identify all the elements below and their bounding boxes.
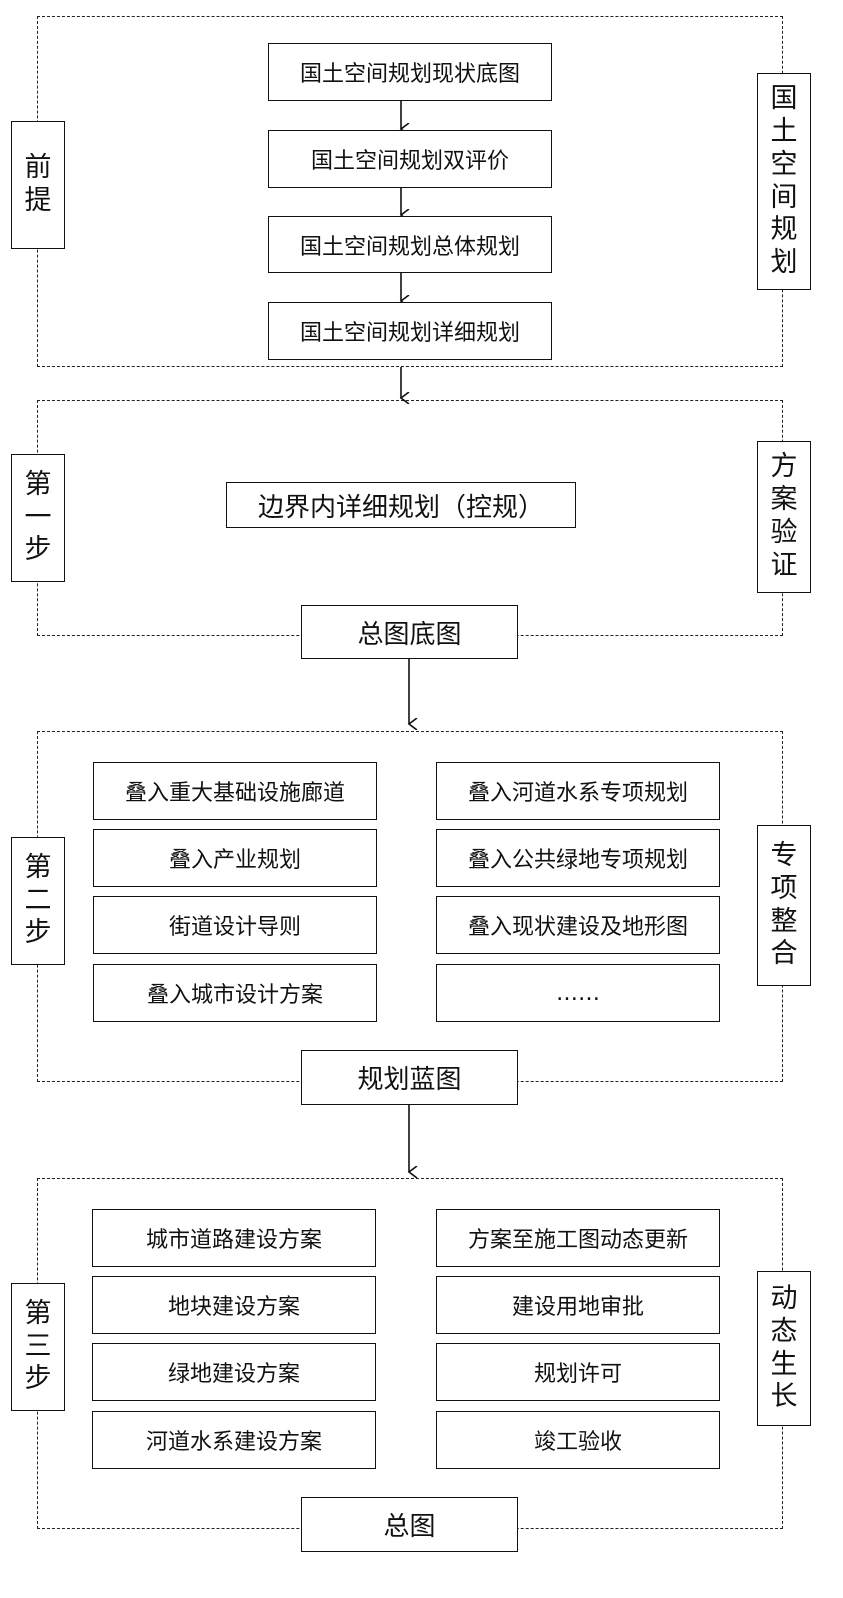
- premise-step-3: 国土空间规划总体规划: [268, 216, 552, 273]
- premise-step-2: 国土空间规划双评价: [268, 130, 552, 188]
- step1-side-text: 第一步: [24, 468, 52, 566]
- step2-right-item-1: 叠入河道水系专项规划: [436, 762, 720, 820]
- step3-right-label: 动态生长: [757, 1271, 811, 1426]
- premise-right-label: 国土空间规划: [757, 73, 811, 290]
- step1-right-label: 方案验证: [757, 441, 811, 593]
- step2-side-text: 第二步: [24, 851, 52, 949]
- premise-step-1: 国土空间规划现状底图: [268, 43, 552, 101]
- step2-left-item-4: 叠入城市设计方案: [93, 964, 377, 1022]
- step3-right-item-2: 建设用地审批: [436, 1276, 720, 1334]
- premise-side-label: 前提: [11, 121, 65, 249]
- step3-left-item-4: 河道水系建设方案: [92, 1411, 376, 1469]
- step1-side-label: 第一步: [11, 454, 65, 582]
- step3-side-text: 第三步: [24, 1297, 52, 1395]
- step3-side-label: 第三步: [11, 1283, 65, 1411]
- step1-main-box: 边界内详细规划（控规）: [226, 482, 576, 528]
- step2-left-item-1: 叠入重大基础设施廊道: [93, 762, 377, 820]
- premise-step-4: 国土空间规划详细规划: [268, 302, 552, 360]
- step2-right-label: 专项整合: [757, 825, 811, 986]
- step3-right-item-4: 竣工验收: [436, 1411, 720, 1469]
- step3-left-item-3: 绿地建设方案: [92, 1343, 376, 1401]
- step2-right-item-3: 叠入现状建设及地形图: [436, 896, 720, 954]
- step2-right-item-4: ……: [436, 964, 720, 1022]
- step2-right-item-2: 叠入公共绿地专项规划: [436, 829, 720, 887]
- step3-output-box: 总图: [301, 1497, 518, 1552]
- premise-right-text: 国土空间规划: [770, 82, 798, 279]
- step2-left-item-3: 街道设计导则: [93, 896, 377, 954]
- step2-side-label: 第二步: [11, 837, 65, 965]
- step3-right-item-3: 规划许可: [436, 1343, 720, 1401]
- step3-right-text: 动态生长: [770, 1282, 798, 1413]
- step1-output-box: 总图底图: [301, 605, 518, 659]
- step2-left-item-2: 叠入产业规划: [93, 829, 377, 887]
- step3-left-item-2: 地块建设方案: [92, 1276, 376, 1334]
- premise-side-text: 前提: [24, 152, 52, 216]
- step3-right-item-1: 方案至施工图动态更新: [436, 1209, 720, 1267]
- step3-left-item-1: 城市道路建设方案: [92, 1209, 376, 1267]
- step1-right-text: 方案验证: [770, 451, 798, 581]
- step2-right-text: 专项整合: [770, 839, 798, 970]
- step2-output-box: 规划蓝图: [301, 1050, 518, 1105]
